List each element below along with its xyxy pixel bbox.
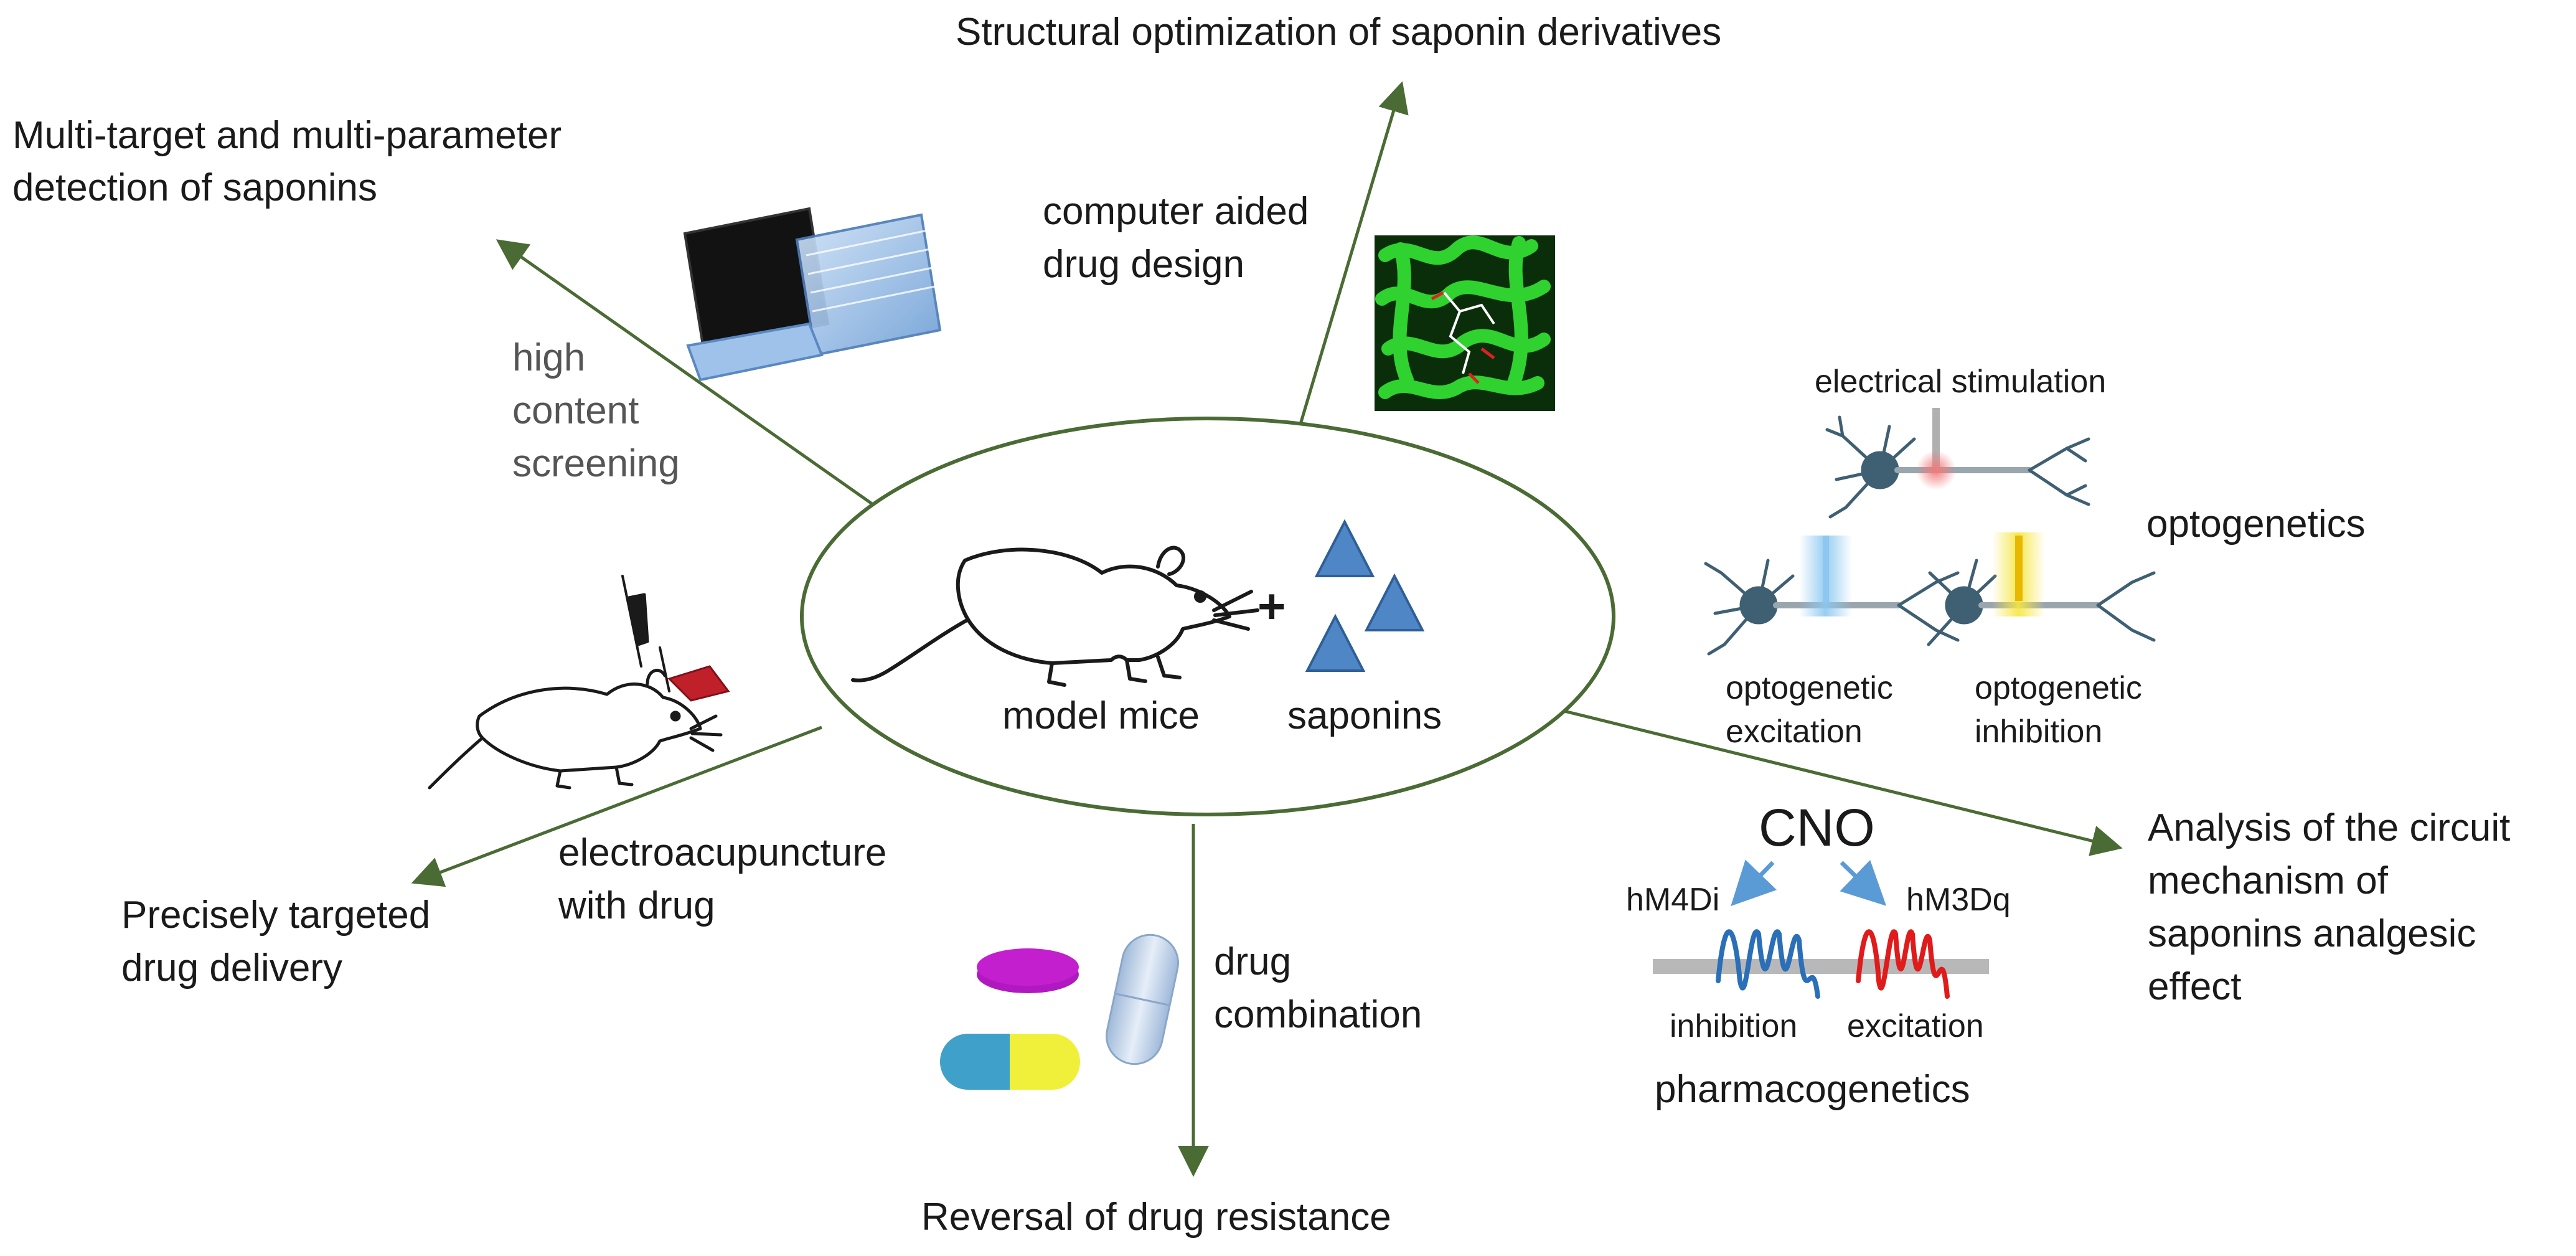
excitation-label: excitation <box>1847 1008 1984 1044</box>
hm3dq-label: hM3Dq <box>1906 882 2011 918</box>
optogenetic-excitation-line1: optogenetic <box>1726 670 1893 706</box>
electrical-stimulation-label: electrical stimulation <box>1815 364 2106 400</box>
inhibition-wave <box>1716 929 1820 999</box>
optogenetics-title: optogenetics <box>2146 503 2366 545</box>
inhibition-label: inhibition <box>1670 1008 1797 1044</box>
saponin-triangles <box>1305 519 1425 672</box>
cno-label: CNO <box>1759 798 1875 857</box>
optogenetic-inhibition-line1: optogenetic <box>1975 670 2142 706</box>
hcs-label-line3: screening <box>512 442 680 485</box>
reversal-label: Reversal of drug resistance <box>921 1196 1391 1239</box>
center-ellipse-outline <box>800 417 1615 816</box>
optogenetic-inhibition-line2: inhibition <box>1975 714 2102 750</box>
optogenetic-excitation-line2: excitation <box>1726 714 1863 750</box>
targeted-label-line1: Precisely targeted <box>121 894 430 937</box>
circuit-label-line4: effect <box>2148 965 2242 1008</box>
stimulation-glow <box>1916 450 1956 490</box>
mouse-icon <box>851 545 1259 687</box>
capsule-icon <box>940 1034 1080 1090</box>
saponin-triangle-2 <box>1364 573 1425 631</box>
excitation-wave <box>1856 929 1950 999</box>
circuit-label-line2: mechanism of <box>2148 859 2389 902</box>
arrow-to-targeted-delivery <box>411 725 822 887</box>
clear-capsule-icon <box>1106 933 1179 1065</box>
neuron-icon <box>1825 415 2090 519</box>
saponin-triangle-3 <box>1305 613 1366 672</box>
circuit-label-line3: saponins analgesic <box>2148 912 2476 955</box>
hcs-label-line2: content <box>512 389 639 432</box>
structural-optimization-label: Structural optimization of saponin deriv… <box>956 11 1721 54</box>
saponins-label: saponins <box>1287 694 1442 737</box>
arrow-to-circuit <box>1559 708 2123 856</box>
protein-structure-icon <box>1375 235 1555 411</box>
saponin-triangle-1 <box>1314 519 1375 577</box>
red-electrode-clip-icon <box>667 665 730 702</box>
combo-label-line2: combination <box>1214 993 1422 1036</box>
multitarget-label-line1: Multi-target and multi-parameter <box>12 114 562 157</box>
circuit-label-line1: Analysis of the circuit <box>2148 806 2510 849</box>
model-mice-label: model mice <box>1002 694 1200 737</box>
arrow-to-multitarget <box>496 239 876 508</box>
combo-label-line1: drug <box>1214 940 1291 983</box>
neuron-excitation-icon <box>1704 559 1960 656</box>
pill-icon <box>977 948 1079 993</box>
hcs-label-line1: high <box>512 336 585 379</box>
hm4di-label: hM4Di <box>1626 882 1719 918</box>
multitarget-label-line2: detection of saponins <box>12 166 377 209</box>
cno-arrow-left <box>1731 859 1777 907</box>
cno-arrow-right <box>1840 859 1887 906</box>
arrow-to-structural <box>1292 81 1409 448</box>
cadd-label-line1: computer aided <box>1043 190 1309 233</box>
pharmacogenetics-title: pharmacogenetics <box>1655 1068 1970 1111</box>
microplate-icon <box>683 207 942 382</box>
cadd-label-line2: drug design <box>1043 243 1244 286</box>
ea-label-line2: with drug <box>558 884 715 927</box>
ea-label-line1: electroacupuncture <box>558 831 886 874</box>
plus-sign: + <box>1257 578 1286 633</box>
electrode-mouse-icon <box>428 575 723 790</box>
targeted-label-line2: drug delivery <box>121 947 342 989</box>
